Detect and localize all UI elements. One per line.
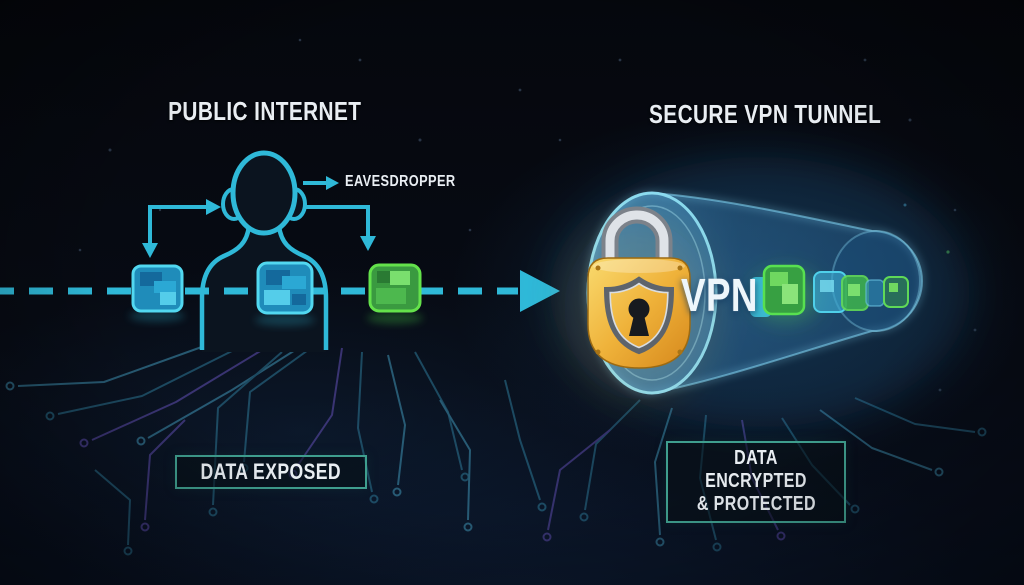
exposed-packet-icon-2 [255,261,315,326]
shield-keyhole-icon [603,276,675,355]
padlock-shackle [601,206,673,262]
exposed-packet-icon-1 [129,264,185,322]
encrypted-packet-chain [750,264,909,322]
eavesdropper-label: EAVESDROPPER [345,173,456,190]
intercepted-packet-icon [367,263,423,324]
data-flow-line [0,270,560,312]
circuit-traces-left [5,339,547,556]
vpn-tunnel-label: VPN [681,269,758,321]
badge-line-1: DATA ENCRYPTED [705,447,807,492]
flow-arrowhead-icon [520,270,560,312]
right-section-title: SECURE VPN TUNNEL [648,99,882,129]
data-exposed-badge: DATA EXPOSED [175,455,367,489]
eavesdropper-pointer-arrow [303,176,339,190]
data-encrypted-badge: DATA ENCRYPTED & PROTECTED [666,441,846,523]
left-section-title: PUBLIC INTERNET [168,96,362,126]
padlock-icon [564,206,714,400]
badge-line-2: & PROTECTED [696,493,816,515]
interception-arrows [142,199,376,258]
